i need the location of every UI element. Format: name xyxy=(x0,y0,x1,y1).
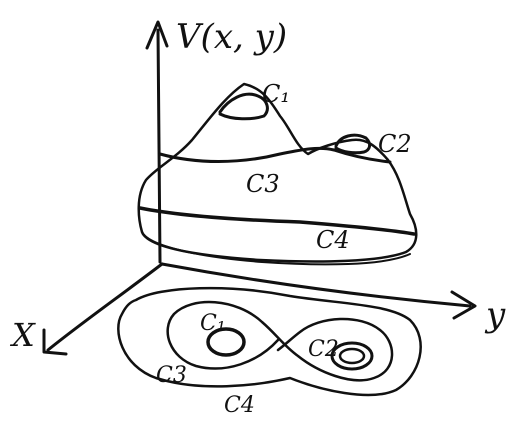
surface-label-c4: C4 xyxy=(316,226,350,254)
surface-label-c3: C3 xyxy=(246,170,280,198)
surface-contour-c4 xyxy=(140,208,414,234)
contour-label-c4: C4 xyxy=(224,393,255,417)
vertical-axis-label: V(x, y) xyxy=(176,17,287,57)
contour-label-c3: C3 xyxy=(156,363,187,388)
x-axis-label: X xyxy=(9,316,36,354)
vertical-axis xyxy=(158,30,160,262)
surface-label-c2: C2 xyxy=(378,130,412,158)
contour-label-c2: C2 xyxy=(308,337,339,362)
peak-2-top-contour xyxy=(336,135,370,153)
y-axis-label: y xyxy=(484,295,506,335)
surface-label-c1: C₁ xyxy=(262,80,290,108)
x-axis xyxy=(48,264,162,350)
contour-c2-inner xyxy=(340,349,364,363)
contour-label-c1: C₁ xyxy=(200,311,226,336)
surface-contour-c3 xyxy=(160,148,390,162)
